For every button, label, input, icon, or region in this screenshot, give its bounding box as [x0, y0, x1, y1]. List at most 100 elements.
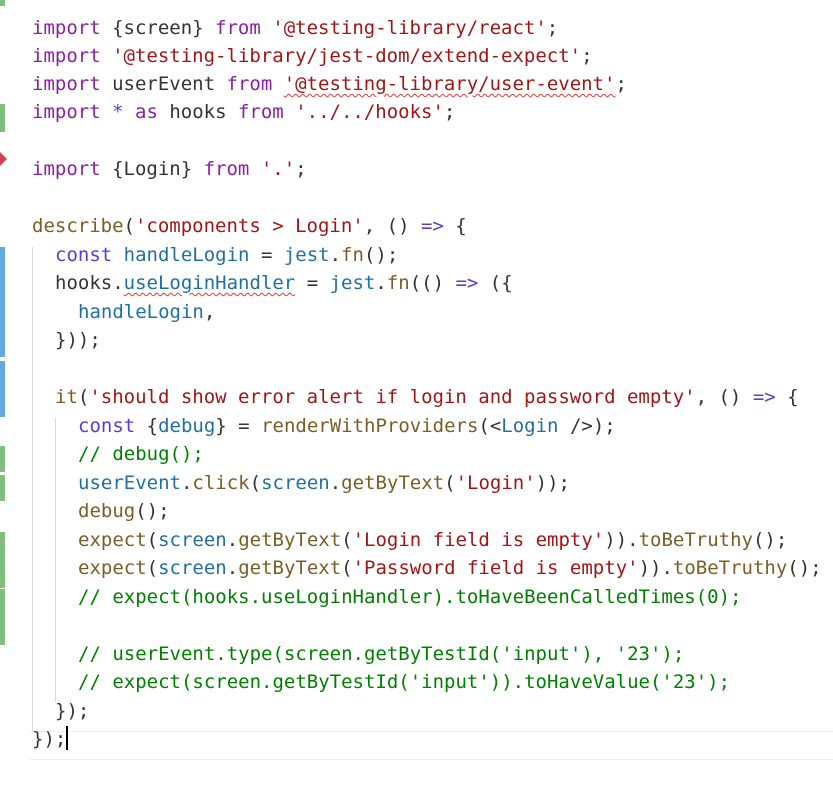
code-token: hooks [55, 272, 113, 294]
code-token [101, 73, 112, 95]
git-deleted-marker[interactable] [0, 152, 7, 166]
code-line[interactable]: const {debug} = renderWithProviders(<Log… [78, 412, 616, 440]
code-token: ( [146, 557, 159, 579]
code-line[interactable]: describe('components > Login', () => { [32, 212, 467, 240]
code-token: )). [638, 557, 673, 579]
code-line[interactable]: import '@testing-library/jest-dom/extend… [32, 42, 593, 70]
code-line[interactable]: })); [55, 326, 101, 354]
code-token: (); [787, 557, 822, 579]
code-token: . [226, 529, 239, 551]
code-token [284, 101, 295, 123]
code-token: ; [581, 45, 593, 67]
code-token: 'Password field is empty' [352, 557, 639, 579]
code-line[interactable]: import * as hooks from '../../hooks'; [32, 98, 455, 126]
git-added-marker[interactable] [0, 589, 5, 645]
code-token: . [226, 557, 239, 579]
code-line[interactable]: it('should show error alert if login and… [55, 383, 799, 411]
code-token: jest [283, 244, 330, 266]
code-token: jest [329, 272, 376, 294]
code-token: describe [32, 215, 124, 237]
code-token: (< [478, 415, 502, 437]
code-line[interactable]: // userEvent.type(screen.getByTestId('in… [78, 640, 684, 668]
code-token: // userEvent.type(screen.getByTestId('in… [78, 643, 685, 665]
indent-guide [55, 418, 56, 702]
code-line[interactable]: }); [32, 725, 69, 753]
code-token: from [237, 101, 284, 123]
git-added-marker[interactable] [0, 0, 5, 6]
code-token: ; [615, 73, 627, 95]
text-cursor [66, 726, 69, 750]
code-line[interactable]: expect(screen.getByText('Password field … [78, 554, 822, 582]
code-line[interactable]: import userEvent from '@testing-library/… [32, 70, 627, 98]
code-token: '@testing-library/react' [272, 17, 547, 39]
code-line[interactable]: hooks.useLoginHandler = jest.fn(() => ({ [55, 269, 513, 297]
code-token: userEvent [78, 472, 181, 494]
code-token: ( [341, 529, 353, 551]
code-token: getByText [238, 557, 342, 579]
code-token: as [135, 101, 158, 123]
git-gutter [0, 0, 10, 810]
code-token: = [295, 272, 330, 294]
code-token: , () [363, 215, 421, 237]
code-token: '@testing-library/jest-dom/extend-expect… [112, 45, 582, 67]
code-line[interactable]: userEvent.click(screen.getByText('Login'… [78, 469, 570, 497]
code-token: expect [78, 557, 147, 579]
code-token: 'should show error alert if login and pa… [89, 386, 696, 408]
git-added-marker[interactable] [0, 446, 5, 472]
error-token: useLoginHandler [123, 272, 296, 294]
code-token: )); [535, 472, 570, 494]
code-token: 'Login field is empty' [352, 529, 605, 551]
code-token: screen [261, 472, 330, 494]
code-token: {Login} [100, 158, 204, 180]
current-line-highlight [30, 731, 833, 760]
code-token [249, 158, 260, 180]
code-token: ( [444, 472, 456, 494]
git-added-marker[interactable] [0, 532, 5, 588]
code-line[interactable]: }); [55, 697, 89, 725]
code-token: '.' [260, 158, 296, 180]
code-token: hooks [157, 101, 238, 123]
code-line[interactable]: // expect(hooks.useLoginHandler).toHaveB… [78, 583, 741, 611]
code-token: , [203, 301, 216, 323]
code-token [112, 244, 123, 266]
code-token: { [443, 215, 467, 237]
code-line[interactable]: import {screen} from '@testing-library/r… [32, 14, 558, 42]
code-token: ({ [478, 272, 513, 294]
code-line[interactable]: // expect(screen.getByTestId('input')).t… [78, 668, 730, 696]
code-token: )). [604, 529, 639, 551]
code-token: . [329, 244, 342, 266]
code-line[interactable]: expect(screen.getByText('Login field is … [78, 526, 787, 554]
git-added-marker[interactable] [0, 104, 5, 132]
code-token: . [375, 272, 387, 294]
code-token [215, 73, 226, 95]
code-token: ( [341, 557, 353, 579]
code-token: from [226, 73, 273, 95]
code-token: (); [135, 500, 170, 522]
code-token: const [55, 244, 113, 266]
git-modified-marker[interactable] [0, 247, 5, 357]
indent-guide [32, 247, 33, 731]
code-line[interactable]: const handleLogin = jest.fn(); [55, 241, 398, 269]
code-token: . [180, 472, 193, 494]
code-token: ; [295, 158, 307, 180]
code-token [101, 45, 112, 67]
code-token: (); [752, 529, 788, 551]
code-token: fn [341, 244, 364, 266]
code-token: screen [158, 557, 227, 579]
code-token: click [192, 472, 250, 494]
code-token: . [112, 272, 124, 294]
code-token: const [78, 415, 136, 437]
code-token: renderWithProviders [261, 415, 479, 437]
code-line[interactable]: handleLogin, [78, 298, 215, 326]
git-modified-marker[interactable] [0, 361, 5, 417]
git-added-marker[interactable] [0, 475, 5, 501]
code-line[interactable]: // debug(); [78, 440, 204, 468]
code-line[interactable]: debug(); [78, 497, 170, 525]
code-token: (); [363, 244, 399, 266]
code-token: getByText [238, 529, 342, 551]
code-token: from [203, 158, 250, 180]
code-token [272, 73, 283, 95]
code-token: handleLogin [123, 244, 250, 266]
code-line[interactable]: import {Login} from '.'; [32, 155, 307, 183]
